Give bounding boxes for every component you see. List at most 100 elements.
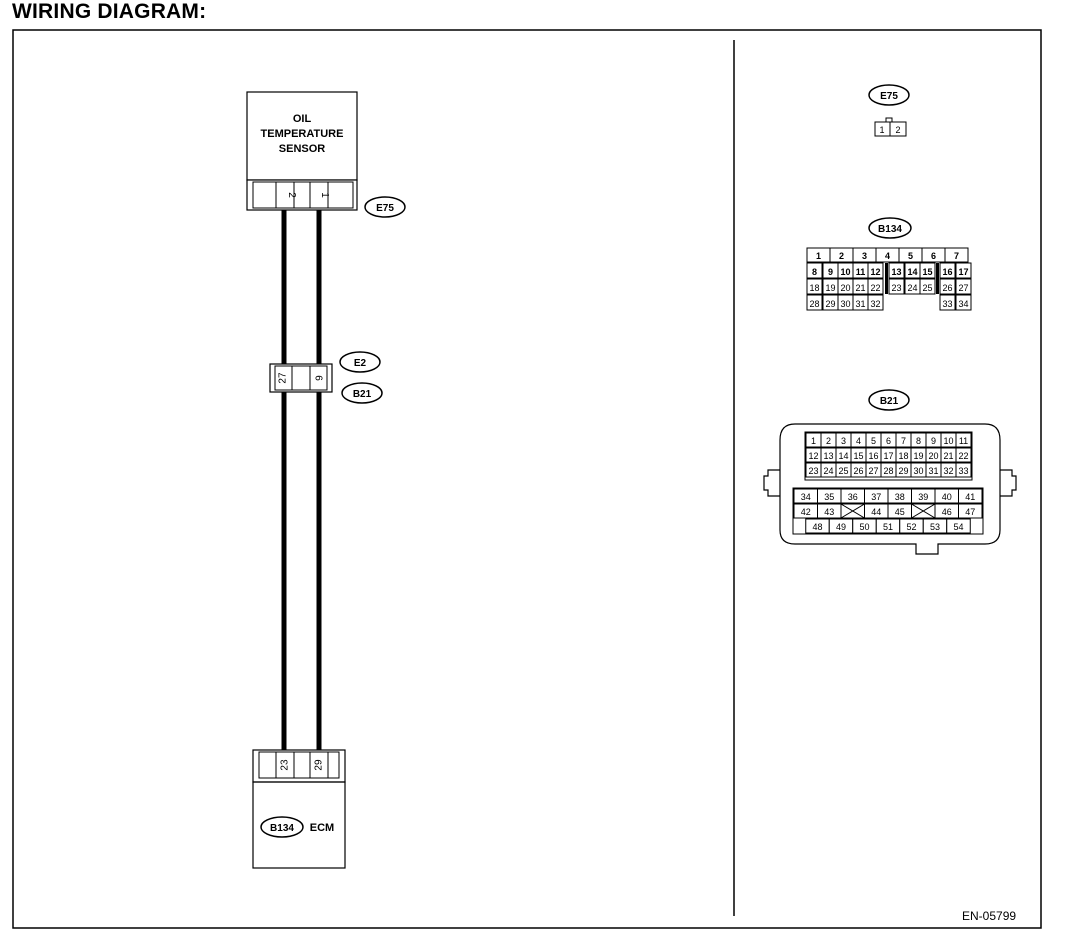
svg-text:35: 35: [824, 492, 834, 502]
svg-text:32: 32: [870, 299, 880, 309]
svg-text:14: 14: [907, 267, 917, 277]
b134-pin-31: 31: [852, 294, 869, 311]
b21-pin-38: 38: [887, 488, 912, 504]
b21-pin-51: 51: [875, 518, 901, 534]
svg-text:15: 15: [853, 451, 863, 461]
svg-text:25: 25: [922, 283, 932, 293]
svg-text:37: 37: [871, 492, 881, 502]
b21-pin-41: 41: [958, 488, 983, 504]
svg-text:28: 28: [809, 299, 819, 309]
svg-text:47: 47: [965, 507, 975, 517]
svg-text:33: 33: [958, 466, 968, 476]
svg-text:46: 46: [942, 507, 952, 517]
svg-text:31: 31: [855, 299, 865, 309]
e75-view-pin-1: 1: [879, 125, 884, 135]
svg-text:52: 52: [906, 522, 916, 532]
b134-pin-8: 8: [806, 262, 823, 279]
svg-text:18: 18: [898, 451, 908, 461]
connector-tag-e2: E2: [339, 351, 381, 373]
ecm-pin-23: 23: [280, 759, 291, 771]
joint-connector: 27 6: [269, 363, 333, 393]
svg-text:14: 14: [838, 451, 848, 461]
svg-text:22: 22: [958, 451, 968, 461]
svg-text:30: 30: [840, 299, 850, 309]
svg-text:12: 12: [870, 267, 880, 277]
b21-pin-13: 13: [820, 447, 837, 463]
b134-pin-18: 18: [806, 278, 823, 295]
svg-text:5: 5: [871, 436, 876, 446]
b134-pin-13: 13: [888, 262, 905, 279]
svg-text:22: 22: [870, 283, 880, 293]
b21-pin-25: 25: [835, 462, 852, 478]
b134-pin-6: 6: [921, 247, 946, 263]
connector-tag-b21: B21: [341, 382, 383, 404]
svg-text:11: 11: [856, 267, 866, 277]
ecm-unit: 23 29 B134 ECM: [252, 749, 346, 869]
svg-text:15: 15: [922, 267, 932, 277]
b134-pin-5: 5: [898, 247, 923, 263]
svg-text:8: 8: [916, 436, 921, 446]
b134-pin-32: 32: [867, 294, 884, 311]
b21-pin-52: 52: [899, 518, 924, 534]
svg-text:28: 28: [883, 466, 893, 476]
b134-pin-29: 29: [822, 294, 839, 311]
diagram-code: EN-05799: [962, 909, 1017, 923]
svg-text:30: 30: [913, 466, 923, 476]
b21-pin-18: 18: [895, 447, 912, 463]
oil-temperature-sensor: OIL TEMPERATURE SENSOR 2 1: [246, 91, 358, 211]
svg-text:18: 18: [809, 283, 819, 293]
b21-pin-6: 6: [880, 432, 897, 448]
svg-text:21: 21: [855, 283, 865, 293]
joint-pin-6: 6: [312, 375, 323, 381]
svg-text:42: 42: [801, 507, 811, 517]
b134-pin-19: 19: [822, 278, 839, 295]
b134-pin-28: 28: [806, 294, 823, 311]
svg-text:43: 43: [824, 507, 834, 517]
b134-pin-17: 17: [955, 262, 972, 279]
svg-text:32: 32: [943, 466, 953, 476]
b21-blank-cavity: [840, 503, 865, 519]
svg-text:10: 10: [840, 267, 850, 277]
connector-tag-b134: [260, 816, 304, 838]
svg-text:1: 1: [811, 436, 816, 446]
b134-pin-11: 11: [852, 262, 869, 279]
b134-pin-30: 30: [837, 294, 854, 311]
b21-pin-28: 28: [880, 462, 897, 478]
svg-text:38: 38: [895, 492, 905, 502]
b134-pin-33: 33: [939, 294, 956, 311]
b21-pin-31: 31: [925, 462, 942, 478]
b21-pin-30: 30: [910, 462, 927, 478]
svg-text:20: 20: [928, 451, 938, 461]
b21-pin-1: 1: [805, 432, 822, 448]
b134-view-label: B134: [878, 224, 902, 235]
svg-text:41: 41: [965, 492, 975, 502]
b21-pin-17: 17: [880, 447, 897, 463]
b21-view-label: B21: [880, 396, 899, 407]
svg-text:24: 24: [907, 283, 917, 293]
b134-pin-22: 22: [867, 278, 884, 295]
b21-pin-47: 47: [958, 503, 983, 519]
b21-pin-29: 29: [895, 462, 912, 478]
svg-text:29: 29: [898, 466, 908, 476]
b134-pin-12: 12: [867, 262, 884, 279]
svg-text:17: 17: [958, 267, 968, 277]
wire-harness: [281, 210, 322, 752]
b134-pin-14: 14: [904, 262, 921, 279]
svg-text:40: 40: [942, 492, 952, 502]
b21-pin-15: 15: [850, 447, 867, 463]
b21-pin-20: 20: [925, 447, 942, 463]
svg-text:48: 48: [812, 522, 822, 532]
b21-pin-54: 54: [946, 518, 971, 534]
b21-pin-35: 35: [817, 488, 842, 504]
b21-pin-7: 7: [895, 432, 912, 448]
ecm-label: ECM: [310, 822, 334, 834]
diagram-frame: [12, 29, 1042, 929]
svg-text:E75: E75: [376, 203, 394, 214]
svg-text:12: 12: [808, 451, 818, 461]
b21-pin-26: 26: [850, 462, 867, 478]
b21-pin-50: 50: [852, 518, 877, 534]
svg-text:49: 49: [836, 522, 846, 532]
b21-pin-2: 2: [820, 432, 837, 448]
b134-pin-4: 4: [875, 247, 900, 263]
b134-pin-23: 23: [888, 278, 905, 295]
